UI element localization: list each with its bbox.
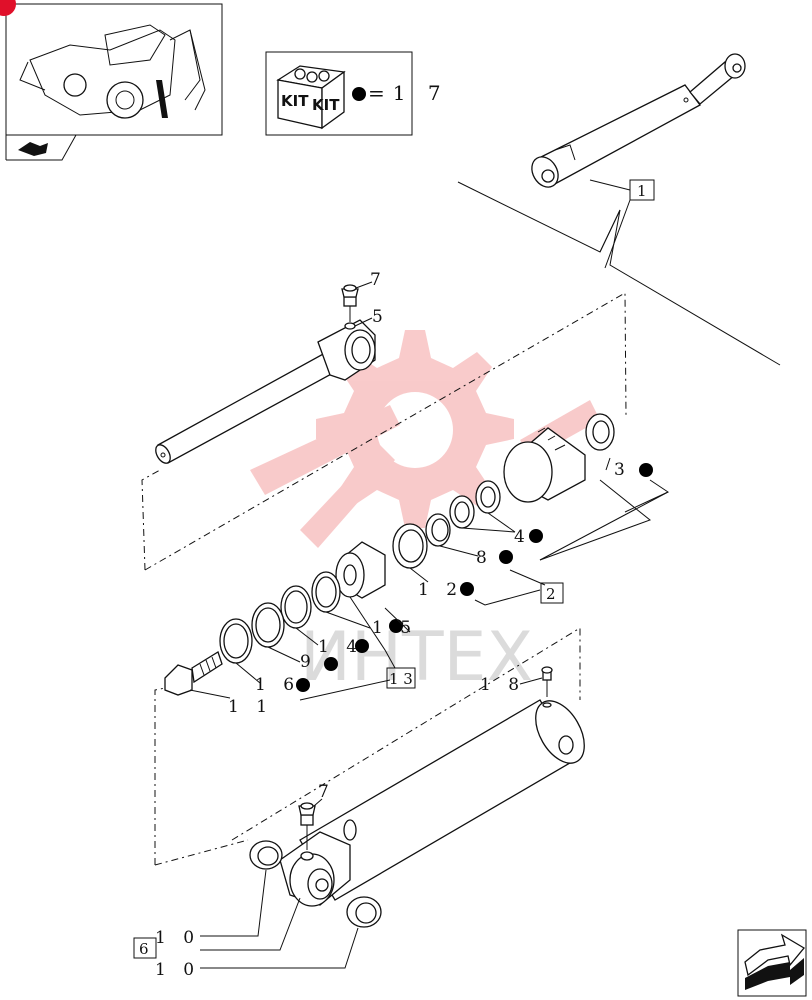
watermark-logo — [250, 330, 600, 548]
kit-label-2: KIT — [312, 96, 340, 114]
grease-nipple-bottom[interactable] — [298, 802, 316, 861]
kit-marker-icon — [352, 87, 366, 101]
callout-8: 8 — [476, 548, 493, 568]
watermark-text: ИНТЕХ — [300, 618, 533, 697]
bushing-bottom[interactable] — [346, 896, 382, 928]
callout-14: 1 4 — [318, 637, 363, 657]
seal-rings-4-8[interactable] — [425, 480, 501, 547]
callout-10-bottom: 1 0 — [155, 960, 200, 980]
kit-marker-16 — [296, 678, 310, 692]
next-page-button[interactable] — [737, 929, 807, 997]
callout-box-1 — [629, 179, 655, 201]
callout-7-bottom: 7 — [318, 782, 335, 802]
kit-marker-9 — [324, 657, 338, 671]
callout-4: 4 — [514, 527, 531, 547]
callout-box-2 — [540, 582, 564, 604]
callout-5: 5 — [372, 307, 389, 327]
callout-2: 2 — [546, 585, 556, 603]
arrow-next-icon — [744, 933, 805, 977]
seal-ring-12[interactable] — [392, 523, 428, 569]
seal-rings-lower[interactable] — [219, 571, 341, 664]
book-arrow-icon — [18, 142, 48, 156]
callout-18: 1 8 — [480, 675, 525, 695]
callout-9: 9 — [300, 652, 317, 672]
callout-11: 1 1 — [228, 697, 273, 717]
thumbnail-badge — [0, 0, 16, 16]
kit-marker-15 — [389, 619, 403, 633]
kit-count: =1 7 — [368, 81, 449, 105]
piston-body[interactable] — [335, 541, 386, 599]
cylinder-head-gland[interactable] — [503, 413, 615, 503]
callout-13: 1 3 — [389, 670, 413, 688]
callout-3: 3 — [614, 460, 631, 480]
assembled-cylinder[interactable] — [527, 53, 746, 192]
kit-marker-12 — [460, 582, 474, 596]
callout-12: 1 2 — [418, 580, 463, 600]
kit-marker-4 — [529, 529, 543, 543]
kit-marker-14 — [355, 639, 369, 653]
callout-10-top: 1 0 — [155, 928, 200, 948]
bushing-top[interactable] — [249, 840, 283, 870]
callout-box-13 — [386, 667, 416, 689]
callout-6: 6 — [139, 940, 149, 958]
grease-nipple-top[interactable] — [341, 284, 359, 330]
grease-nipple-18[interactable] — [541, 666, 553, 697]
callout-7-top: 7 — [370, 270, 387, 290]
arrow-prev-icon — [745, 958, 804, 990]
piston-rod[interactable] — [153, 319, 376, 466]
cylinder-barrel[interactable] — [279, 693, 594, 907]
callout-16: 1 6 — [255, 675, 300, 695]
callout-box-6 — [133, 937, 157, 959]
kit-marker-3 — [639, 463, 653, 477]
bolt[interactable] — [164, 651, 223, 696]
kit-legend: KIT KIT =1 7 — [265, 51, 449, 136]
machine-thumbnail[interactable] — [0, 0, 223, 161]
callout-1: 1 — [637, 182, 647, 200]
kit-marker-8 — [499, 550, 513, 564]
kit-label-1: KIT — [281, 92, 309, 110]
